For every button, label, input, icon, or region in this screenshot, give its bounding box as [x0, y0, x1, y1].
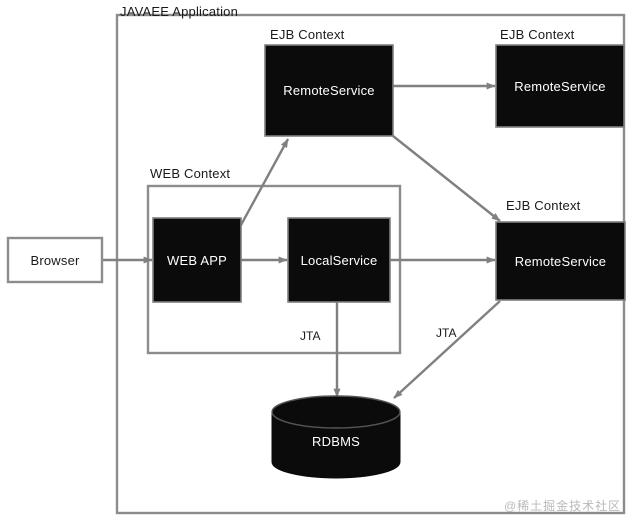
edge-remote-top-center-to-remote-service-right: [392, 135, 501, 222]
node-label-remote-service-top-right: RemoteService: [514, 78, 606, 94]
node-remote-service-right[interactable]: [495, 221, 626, 301]
node-label-remote-service-right: RemoteService: [514, 253, 607, 269]
node-remote-service-top-right[interactable]: [495, 44, 625, 128]
node-label-local-service: LocalService: [300, 252, 378, 268]
label-javaee-application: JAVAEE Application: [120, 4, 239, 19]
label-ejb-context-top-center: EJB Context: [270, 27, 345, 42]
node-label-rdbms: RDBMS: [312, 433, 360, 449]
label-web-context: WEB Context: [150, 166, 231, 181]
node-label-web-app: WEB APP: [167, 252, 227, 268]
container-web-context: [146, 184, 402, 355]
node-browser[interactable]: [6, 236, 104, 284]
edge-remote-service-right-to-rdbms: [393, 300, 501, 399]
label-ejb-context-top-right: EJB Context: [500, 27, 575, 42]
node-label-browser: Browser: [30, 252, 80, 268]
edge-label-jta-local-service: JTA: [300, 329, 321, 343]
node-remote-service-top-center[interactable]: [264, 44, 394, 137]
edge-label-jta-remote-service: JTA: [436, 326, 457, 340]
label-ejb-context-right: EJB Context: [506, 198, 581, 213]
watermark: @稀土掘金技术社区: [504, 499, 622, 513]
node-label-remote-service-top-center: RemoteService: [283, 83, 375, 98]
node-web-app[interactable]: [152, 217, 242, 303]
node-local-service[interactable]: [287, 217, 391, 303]
node-rdbms[interactable]: [271, 395, 401, 479]
